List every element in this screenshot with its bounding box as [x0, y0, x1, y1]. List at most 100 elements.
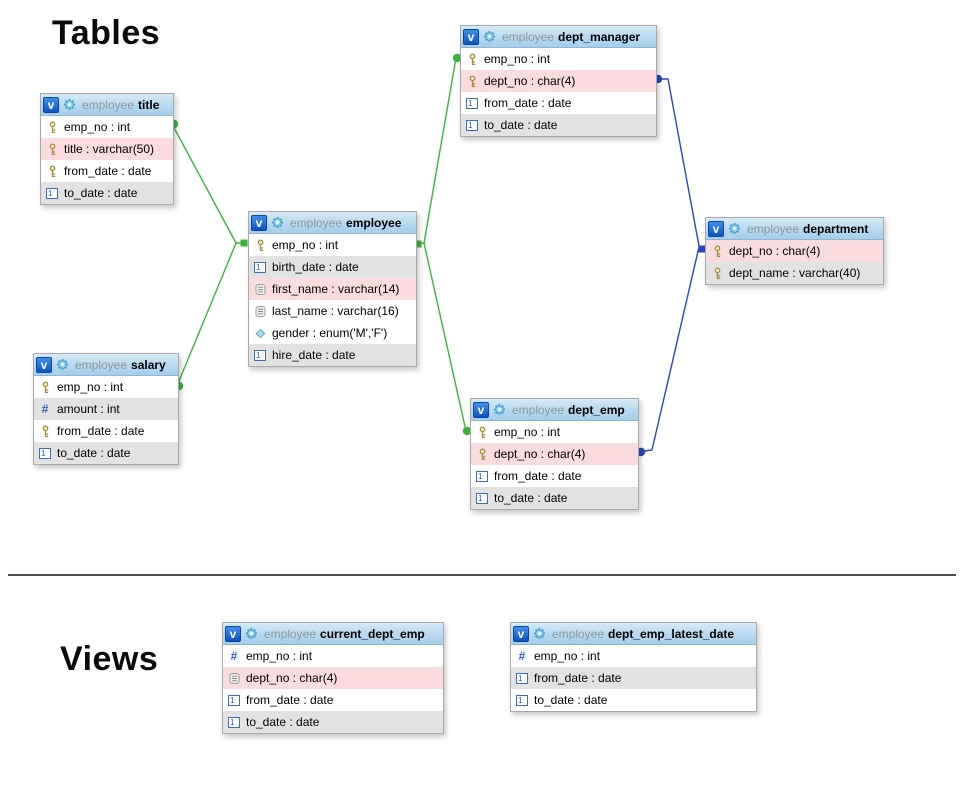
column-row-from-date[interactable]: from_date : date: [41, 160, 173, 182]
column-row-last-name[interactable]: last_name : varchar(16): [249, 300, 416, 322]
date-icon: 1: [227, 694, 241, 706]
column-label: emp_no : int: [246, 649, 313, 663]
table-name-label: dept_emp_latest_date: [608, 626, 735, 641]
column-label: dept_no : char(4): [494, 447, 586, 461]
column-label: emp_no : int: [64, 120, 131, 134]
date-icon: 1: [475, 470, 489, 482]
view-badge-icon: v: [225, 625, 241, 642]
column-label: to_date : date: [64, 186, 138, 200]
column-row-emp-no[interactable]: emp_no : int: [249, 234, 416, 256]
view-badge-icon: v: [43, 96, 59, 113]
column-row-title[interactable]: title : varchar(50): [41, 138, 173, 160]
tables-heading: Tables: [52, 14, 161, 52]
column-row-from-date[interactable]: from_date : date: [34, 420, 178, 442]
view-badge-icon: v: [36, 356, 52, 373]
column-row-dept-no[interactable]: dept_no : char(4): [706, 240, 883, 262]
column-label: dept_no : char(4): [729, 244, 821, 258]
column-label: from_date : date: [57, 424, 145, 438]
schema-label: employee: [552, 626, 605, 641]
primary-key-icon: [465, 75, 479, 88]
column-row-dept-no[interactable]: dept_no : char(4): [461, 70, 656, 92]
gear-icon: [245, 627, 258, 640]
column-row-dept-no[interactable]: dept_no : char(4): [223, 667, 443, 689]
column-row-emp-no[interactable]: # emp_no : int: [223, 645, 443, 667]
column-label: gender : enum('M','F'): [272, 326, 388, 340]
column-row-amount[interactable]: #amount : int: [34, 398, 178, 420]
schema-label: employee: [502, 29, 555, 44]
column-row-from-date[interactable]: 1 from_date : date: [471, 465, 638, 487]
date-icon: 1: [465, 119, 479, 131]
column-label: first_name : varchar(14): [272, 282, 400, 296]
table-name-label: department: [803, 221, 869, 236]
column-row-emp-no[interactable]: emp_no : int: [41, 116, 173, 138]
date-icon: 1: [253, 261, 267, 273]
primary-key-icon: [253, 239, 267, 252]
views-heading: Views: [60, 640, 159, 678]
column-row-emp-no[interactable]: emp_no : int: [34, 376, 178, 398]
numeric-icon: #: [41, 402, 49, 416]
column-row-emp-no[interactable]: emp_no : int: [461, 48, 656, 70]
column-label: from_date : date: [484, 96, 572, 110]
column-row-from-date[interactable]: 1 from_date : date: [511, 667, 756, 689]
column-row-to-date[interactable]: 1 to_date : date: [471, 487, 638, 509]
view-badge-icon: v: [251, 214, 267, 231]
column-row-emp-no[interactable]: #emp_no : int: [511, 645, 756, 667]
column-label: from_date : date: [534, 671, 622, 685]
date-icon: 1: [227, 716, 241, 728]
column-row-dept-no[interactable]: dept_no : char(4): [471, 443, 638, 465]
column-row-first-name[interactable]: first_name : varchar(14): [249, 278, 416, 300]
table-name-label: dept_manager: [558, 29, 641, 44]
text-icon: [253, 305, 267, 317]
column-label: hire_date : date: [272, 348, 356, 362]
date-icon: 1: [45, 187, 59, 199]
numeric-icon: #: [230, 649, 238, 663]
primary-key-icon: [475, 426, 489, 439]
table-name-label: current_dept_emp: [320, 626, 425, 641]
primary-key-icon: [45, 121, 59, 134]
primary-key-icon: [465, 53, 479, 66]
primary-key-icon: [38, 425, 52, 438]
date-icon: 1: [38, 447, 52, 459]
column-label: to_date : date: [494, 491, 568, 505]
gear-icon: [63, 98, 76, 111]
date-icon: 1: [475, 492, 489, 504]
numeric-icon: #: [518, 649, 526, 663]
table-name-label: title: [138, 97, 160, 112]
column-row-dept-name[interactable]: dept_name : varchar(40): [706, 262, 883, 284]
column-label: from_date : date: [494, 469, 582, 483]
date-icon: 1: [515, 672, 529, 684]
date-icon: 1: [515, 694, 529, 706]
schema-label: employee: [264, 626, 317, 641]
column-row-gender[interactable]: gender : enum('M','F'): [249, 322, 416, 344]
column-row-to-date[interactable]: 1 to_date : date: [41, 182, 173, 204]
schema-label: employee: [75, 357, 128, 372]
gear-icon: [483, 30, 496, 43]
column-row-emp-no[interactable]: emp_no : int: [471, 421, 638, 443]
table-name-label: dept_emp: [568, 402, 625, 417]
primary-key-icon: [710, 267, 724, 280]
